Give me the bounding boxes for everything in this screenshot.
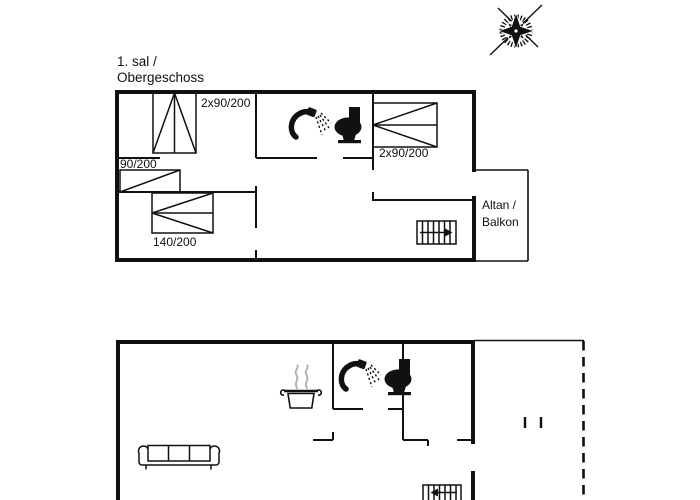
steam-icon (294, 364, 309, 389)
upper-floor-plan: 1. sal / Obergeschoss (115, 54, 529, 262)
upper-floor-outer-walls (115, 90, 476, 262)
bed-label-right: 2x90/200 (379, 146, 429, 160)
staircase-down-icon (422, 484, 462, 500)
staircase-up-icon (416, 220, 457, 245)
upper-bathroom-icons (291, 107, 361, 143)
single-bed-90-icon (119, 169, 181, 193)
compass-rose-icon (489, 4, 543, 56)
upper-floor-title-line2: Obergeschoss (117, 70, 204, 85)
cooking-pot-icon (279, 389, 323, 409)
upper-floor-title-line1: 1. sal / (117, 54, 157, 69)
bed-label-top-left: 2x90/200 (201, 96, 251, 110)
ground-bathroom-icons (341, 359, 411, 395)
terrace-outline (474, 339, 585, 500)
double-bed-right-icon (372, 102, 438, 148)
ground-floor-plan (116, 339, 585, 500)
double-bed-vertical-icon (152, 92, 197, 154)
sofa-icon (137, 444, 221, 470)
bed-label-140: 140/200 (153, 235, 197, 249)
balcony-label-line1: Altan / (482, 198, 517, 212)
ground-floor-outer-walls (116, 340, 475, 500)
balcony-label-line2: Balkon (482, 215, 519, 229)
balcony-outline (474, 169, 529, 262)
ground-floor-interior-walls (313, 342, 473, 446)
bed-label-single: 90/200 (120, 157, 157, 171)
double-bed-140-icon (151, 192, 214, 234)
